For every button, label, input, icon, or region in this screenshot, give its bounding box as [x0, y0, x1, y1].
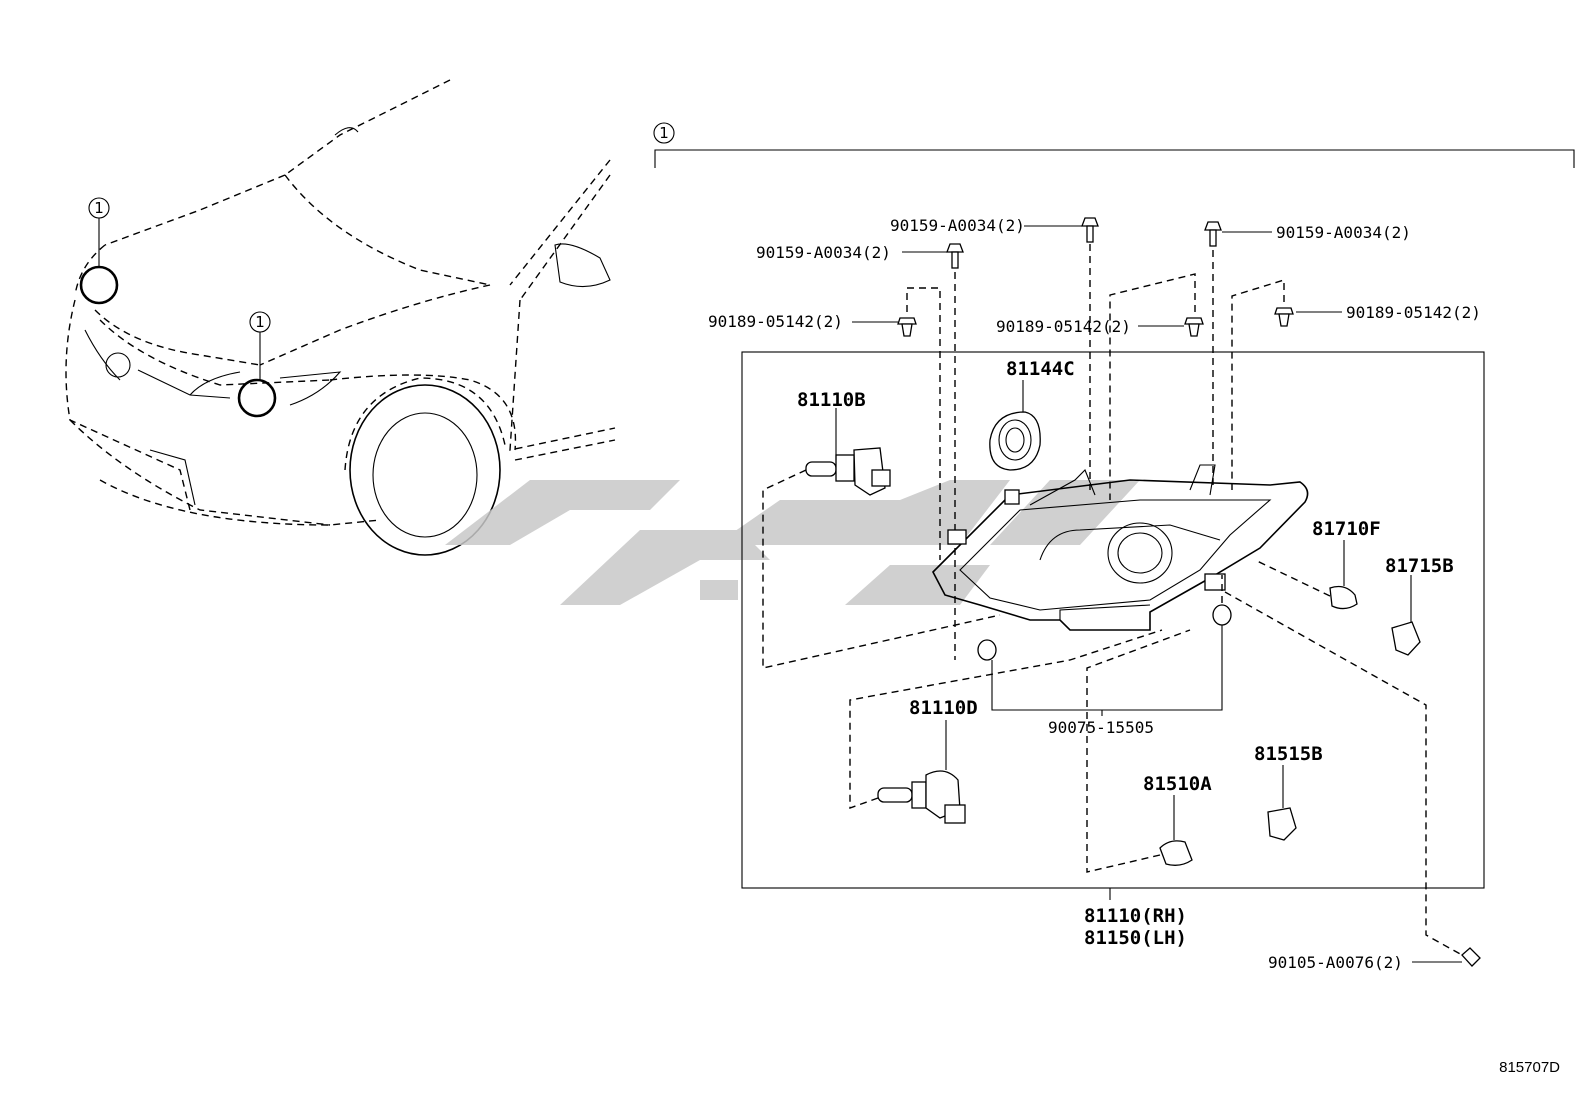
label-socket-81715b: 81715B	[1385, 555, 1454, 577]
label-bolt-90159-center: 90159-A0034(2)	[890, 216, 1025, 235]
gasket-90075-15505	[977, 575, 1232, 716]
headlamp-highlight-left	[79, 265, 119, 305]
label-bulb-81510a: 81510A	[1143, 773, 1212, 795]
assembly-box	[741, 351, 1485, 889]
car-front-sketch: 1 1	[65, 79, 616, 556]
socket-81715b	[1391, 575, 1421, 656]
label-gasket-90075: 90075-15505	[1048, 718, 1154, 737]
headlamp-housing	[932, 464, 1309, 631]
bolt-90159-right	[1204, 221, 1272, 490]
label-bulb-81110d: 81110D	[909, 697, 978, 719]
label-assembly-lh: 81150(LH)	[1084, 927, 1187, 949]
clip-90189-center	[1109, 273, 1204, 500]
headlamp-highlight-right	[237, 378, 277, 418]
bolt-90159-center	[1024, 217, 1099, 490]
clip-90189-left	[852, 287, 941, 560]
watermark-logo	[445, 480, 1140, 605]
bulb-81110d	[849, 629, 1163, 824]
callout-1-assembly: 1	[659, 124, 669, 142]
diagram-ref-code: 815707D	[1499, 1059, 1560, 1076]
label-bolt-90159-right: 90159-A0034(2)	[1276, 223, 1411, 242]
callout-1-right: 1	[255, 313, 265, 331]
bulb-81110b	[762, 408, 1001, 669]
socket-81515b	[1267, 765, 1297, 841]
bulb-81710f	[1254, 540, 1358, 610]
label-bulb-81710f: 81710F	[1312, 518, 1381, 540]
clip-90189-right	[1231, 279, 1342, 490]
bolt-90159-left	[902, 243, 964, 660]
label-bulb-81110b: 81110B	[797, 389, 866, 411]
label-assembly-rh: 81110(RH)	[1084, 905, 1187, 927]
label-clip-90189-left: 90189-05142(2)	[708, 312, 843, 331]
cap-81144c	[989, 380, 1041, 471]
label-bolt-90159-left: 90159-A0034(2)	[756, 243, 891, 262]
label-clip-90189-right: 90189-05142(2)	[1346, 303, 1481, 322]
callout-1-left: 1	[94, 199, 104, 217]
label-socket-81515b: 81515B	[1254, 743, 1323, 765]
assembly-bracket: 1	[653, 122, 1575, 168]
screw-90105-a0076	[1224, 591, 1481, 967]
bulb-81510a	[1086, 629, 1193, 873]
label-clip-90189-center: 90189-05142(2)	[996, 317, 1131, 336]
label-screw-90105: 90105-A0076(2)	[1268, 953, 1403, 972]
label-cap-81144c: 81144C	[1006, 358, 1075, 380]
